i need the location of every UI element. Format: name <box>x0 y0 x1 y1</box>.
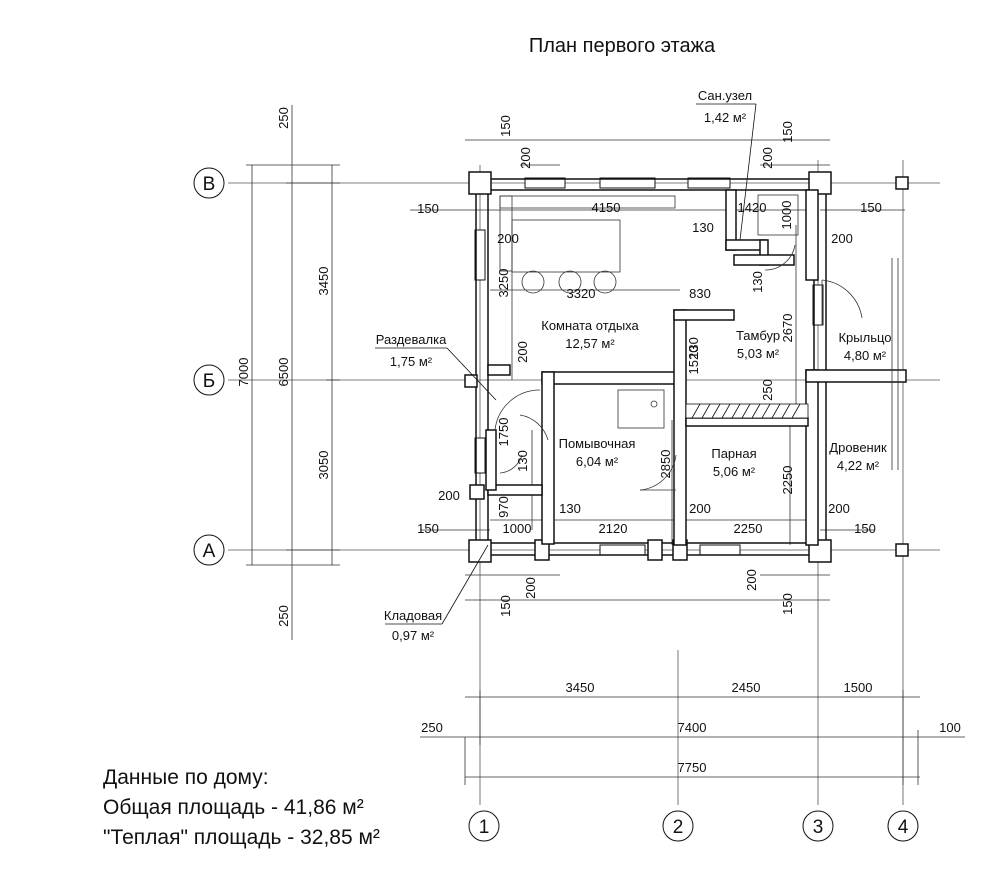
room-wash-name: Помывочная <box>559 436 636 451</box>
dim-text: 150 <box>860 200 882 215</box>
dim-text: 250 <box>276 107 291 129</box>
dim-text: 1000 <box>779 201 794 230</box>
room-wood-name: Дровеник <box>829 440 887 455</box>
room-tambur-area: 5,03 м² <box>737 346 780 361</box>
dim-text: 150 <box>417 521 439 536</box>
dim-text: 4150 <box>592 200 621 215</box>
axis-lines <box>228 160 940 805</box>
dim-text: 1420 <box>738 200 767 215</box>
dim-text: 200 <box>744 569 759 591</box>
dim-text: 130 <box>515 450 530 472</box>
walls <box>464 171 909 563</box>
furniture <box>499 194 799 429</box>
room-porch-name: Крыльцо <box>838 330 891 345</box>
axis-label-1: 1 <box>479 817 490 838</box>
dim-text: 1500 <box>844 680 873 695</box>
dim-text: 2450 <box>732 680 761 695</box>
dim-texts-vertical: 250 250 7000 6500 3450 3050 150 200 200 … <box>236 107 795 627</box>
axis-label-2: 2 <box>673 817 684 838</box>
dim-text: 2850 <box>658 450 673 479</box>
room-wash-area: 6,04 м² <box>576 454 619 469</box>
plan-title: План первого этажа <box>529 35 716 57</box>
dim-text: 7400 <box>678 720 707 735</box>
axis-label-3: 3 <box>813 817 824 838</box>
room-tambur-name: Тамбур <box>736 328 780 343</box>
dim-text: 150 <box>498 115 513 137</box>
dim-text: 150 <box>780 121 795 143</box>
dim-text: 250 <box>760 379 775 401</box>
dim-text: 250 <box>421 720 443 735</box>
dim-text: 3450 <box>566 680 595 695</box>
dim-text: 2120 <box>599 521 628 536</box>
room-rest-area: 12,57 м² <box>565 336 615 351</box>
dim-text: 150 <box>498 595 513 617</box>
dim-text: 200 <box>689 501 711 516</box>
room-steam-area: 5,06 м² <box>713 464 756 479</box>
room-steam-name: Парная <box>711 446 756 461</box>
callout-storage-name: Кладовая <box>384 608 442 623</box>
stove-wall-hatch <box>685 403 809 419</box>
room-wood-area: 4,22 м² <box>837 458 880 473</box>
dim-text: 200 <box>828 501 850 516</box>
dim-text: 6500 <box>276 358 291 387</box>
dim-text: 7750 <box>678 760 707 775</box>
room-porch-area: 4,80 м² <box>844 348 887 363</box>
dim-text: 130 <box>692 220 714 235</box>
callout-dressing-name: Раздевалка <box>376 332 447 347</box>
dim-text: 150 <box>854 521 876 536</box>
house-data: Данные по дому: Общая площадь - 41,86 м²… <box>103 763 380 853</box>
windows <box>474 177 824 556</box>
dim-text: 200 <box>518 147 533 169</box>
room-rest-name: Комната отдыха <box>541 318 639 333</box>
dim-text: 830 <box>689 286 711 301</box>
dim-text: 3050 <box>316 451 331 480</box>
leader-lines <box>375 103 757 625</box>
dim-text: 200 <box>523 577 538 599</box>
dim-text: 200 <box>515 341 530 363</box>
dim-text: 970 <box>496 496 511 518</box>
dim-text: 2670 <box>780 314 795 343</box>
dimension-lines <box>246 105 965 785</box>
dim-texts-horizontal: 150 4150 1420 150 130 200 200 3320 830 2… <box>417 200 961 775</box>
dim-text: 1000 <box>503 521 532 536</box>
dim-text: 1520 <box>686 346 701 375</box>
dim-text: 1750 <box>496 418 511 447</box>
axis-label-v: В <box>203 174 216 195</box>
house-data-warm: "Теплая" площадь - 32,85 м² <box>103 826 380 849</box>
dim-text: 2250 <box>734 521 763 536</box>
callout-storage-area: 0,97 м² <box>392 628 435 643</box>
dim-text: 200 <box>831 231 853 246</box>
dim-text: 130 <box>686 337 701 359</box>
dim-text: 7000 <box>236 358 251 387</box>
dim-text: 200 <box>497 231 519 246</box>
dim-text: 150 <box>780 593 795 615</box>
door-swings <box>494 244 899 491</box>
dim-text: 130 <box>559 501 581 516</box>
axis-bubbles <box>193 167 919 842</box>
callout-wc-area: 1,42 м² <box>704 110 747 125</box>
dim-text: 150 <box>417 201 439 216</box>
callout-dressing-area: 1,75 м² <box>390 354 433 369</box>
dim-text: 200 <box>760 147 775 169</box>
dim-text: 200 <box>438 488 460 503</box>
dim-text: 250 <box>276 605 291 627</box>
axis-label-b: Б <box>203 371 215 392</box>
dim-text: 2250 <box>780 466 795 495</box>
dim-text: 100 <box>939 720 961 735</box>
house-data-heading: Данные по дому: <box>103 766 269 789</box>
dim-text: 3250 <box>496 269 511 298</box>
axis-label-4: 4 <box>898 817 909 838</box>
dim-text: 3320 <box>567 286 596 301</box>
dim-text: 3450 <box>316 267 331 296</box>
dim-text: 130 <box>750 271 765 293</box>
house-data-total: Общая площадь - 41,86 м² <box>103 796 364 819</box>
axis-label-a: А <box>203 541 216 562</box>
callout-wc-name: Сан.узел <box>698 88 752 103</box>
